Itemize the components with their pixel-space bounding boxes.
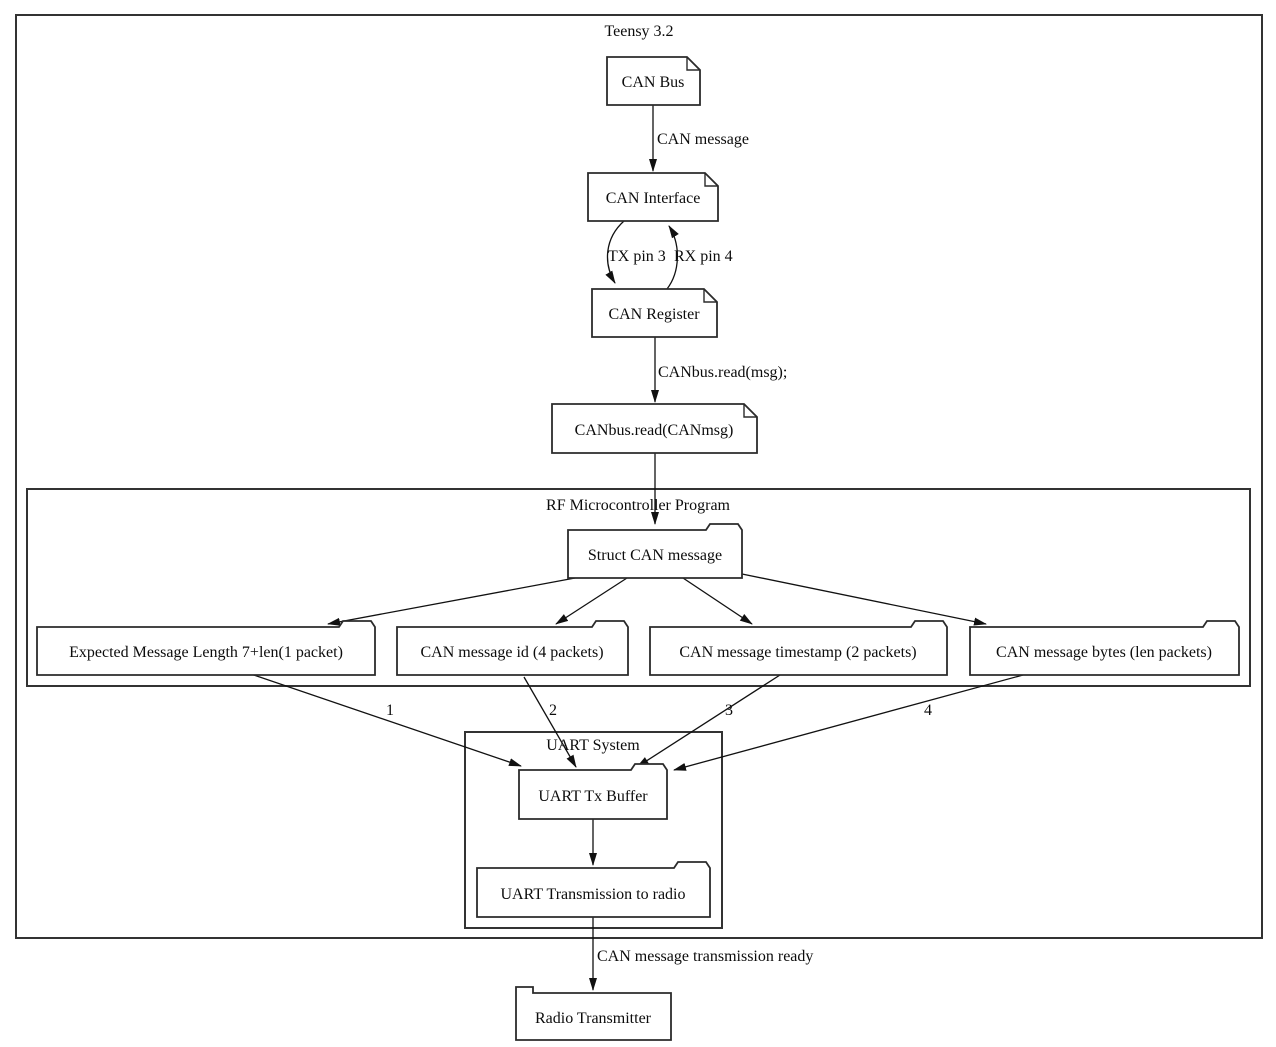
edge-struct-to-bytes <box>741 573 987 626</box>
edge-label-3: 3 <box>725 702 733 719</box>
edge-labels: CAN message TX pin 3 RX pin 4 CANbus.rea… <box>386 131 932 965</box>
node-can-message-bytes: CAN message bytes (len packets) <box>969 620 1240 676</box>
node-can-message-timestamp-label: CAN message timestamp (2 packets) <box>679 644 916 661</box>
node-struct-can-message-label: Struct CAN message <box>588 547 722 564</box>
edge-struct-to-timestamp <box>682 577 753 625</box>
edge-label-can-message: CAN message <box>657 131 749 148</box>
node-can-register: CAN Register <box>591 288 718 338</box>
node-can-message-timestamp-shape <box>649 620 948 676</box>
edge-length-to-buffer <box>247 672 522 767</box>
node-canbus-read-label: CANbus.read(CANmsg) <box>575 422 734 439</box>
cluster-rf-title: RF Microcontroller Program <box>546 497 731 514</box>
node-struct-can-message: Struct CAN message <box>567 523 743 579</box>
edge-label-4: 4 <box>924 702 932 719</box>
edge-struct-to-id <box>555 577 628 625</box>
edge-rx-pin <box>666 225 679 290</box>
edge-label-canbus-read: CANbus.read(msg); <box>658 364 787 381</box>
node-expected-length-label: Expected Message Length 7+len(1 packet) <box>69 644 343 661</box>
note-fold-icon <box>686 57 700 71</box>
node-radio-transmitter-shape <box>515 986 672 1041</box>
edges <box>247 105 1024 991</box>
node-can-message-bytes-shape <box>969 620 1240 676</box>
node-can-register-shape <box>591 288 718 338</box>
node-struct-can-message-shape <box>567 523 743 579</box>
edge-tx-pin <box>605 220 625 284</box>
node-canbus-read-shape <box>551 403 758 454</box>
note-fold-icon <box>703 289 717 303</box>
node-can-bus-label: CAN Bus <box>622 74 685 91</box>
node-can-interface: CAN Interface <box>587 172 719 222</box>
node-can-message-timestamp: CAN message timestamp (2 packets) <box>649 620 948 676</box>
node-canbus-read: CANbus.read(CANmsg) <box>551 403 758 454</box>
node-can-message-id-label: CAN message id (4 packets) <box>420 644 603 661</box>
node-radio-transmitter: Radio Transmitter <box>515 986 672 1041</box>
node-radio-transmitter-label: Radio Transmitter <box>535 1010 652 1027</box>
edge-label-2: 2 <box>549 702 557 719</box>
node-uart-tx-buffer-shape <box>518 763 668 820</box>
node-can-message-id: CAN message id (4 packets) <box>396 620 629 676</box>
cluster-rf-microcontroller: RF Microcontroller Program <box>26 488 1251 687</box>
edge-label-transmission-ready: CAN message transmission ready <box>597 948 813 965</box>
node-uart-tx-buffer: UART Tx Buffer <box>518 763 668 820</box>
node-can-bus: CAN Bus <box>606 56 701 106</box>
edge-bytes-to-buffer <box>673 674 1024 771</box>
edge-id-to-buffer <box>523 676 577 768</box>
edge-struct-to-length <box>327 577 576 626</box>
cluster-teensy-title: Teensy 3.2 <box>604 23 673 40</box>
node-expected-length: Expected Message Length 7+len(1 packet) <box>36 620 376 676</box>
cluster-teensy: Teensy 3.2 <box>15 14 1263 939</box>
note-fold-icon <box>704 173 718 187</box>
node-expected-length-shape <box>36 620 376 676</box>
node-can-register-label: CAN Register <box>608 306 700 323</box>
cluster-uart-title: UART System <box>546 737 640 754</box>
node-can-bus-shape <box>606 56 701 106</box>
node-can-interface-label: CAN Interface <box>606 190 701 207</box>
node-uart-transmission: UART Transmission to radio <box>476 861 711 918</box>
edge-label-rx-pin: RX pin 4 <box>674 248 733 265</box>
edge-label-1: 1 <box>386 702 394 719</box>
note-fold-icon <box>743 404 757 418</box>
node-uart-tx-buffer-label: UART Tx Buffer <box>538 788 648 805</box>
cluster-rf-border <box>26 488 1251 687</box>
node-uart-transmission-label: UART Transmission to radio <box>501 886 686 903</box>
cluster-teensy-border <box>15 14 1263 939</box>
edge-timestamp-to-buffer <box>636 674 781 768</box>
node-can-message-id-shape <box>396 620 629 676</box>
node-can-interface-shape <box>587 172 719 222</box>
node-can-message-bytes-label: CAN message bytes (len packets) <box>996 644 1212 661</box>
edge-label-tx-pin: TX pin 3 <box>608 248 666 265</box>
node-uart-transmission-shape <box>476 861 711 918</box>
